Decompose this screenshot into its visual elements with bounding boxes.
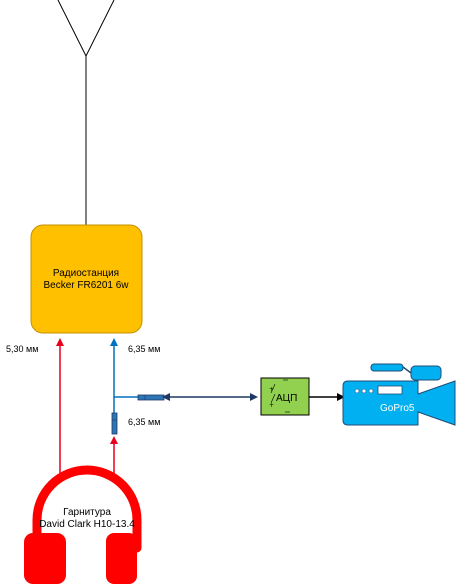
- antenna-icon: [57, 0, 115, 225]
- radio-station-box: Радиостанция Becker FR6201 6w: [30, 224, 143, 334]
- camera-icon: GoPro5: [342, 363, 456, 426]
- adc-box: + + АЦП: [260, 377, 310, 416]
- jack-plug-horizontal: [137, 394, 165, 401]
- svg-text:+: +: [269, 402, 274, 409]
- connector-size-left: 5,30 мм: [6, 344, 38, 354]
- connector-size-right-bottom: 6,35 мм: [128, 417, 160, 427]
- camera-label: GoPro5: [380, 403, 415, 414]
- jack-plug-vertical: [111, 412, 118, 435]
- headset-name: Гарнитура: [63, 507, 111, 518]
- connector-size-right-top: 6,35 мм: [128, 344, 160, 354]
- radio-station-name: Радиостанция: [53, 268, 119, 279]
- headset-icon: Гарнитура David Clark H10-13.4: [24, 465, 142, 584]
- svg-text:+: +: [269, 386, 274, 393]
- radio-station-model: Becker FR6201 6w: [43, 280, 129, 291]
- headset-model: David Clark H10-13.4: [39, 519, 135, 530]
- adc-label: АЦП: [276, 393, 297, 404]
